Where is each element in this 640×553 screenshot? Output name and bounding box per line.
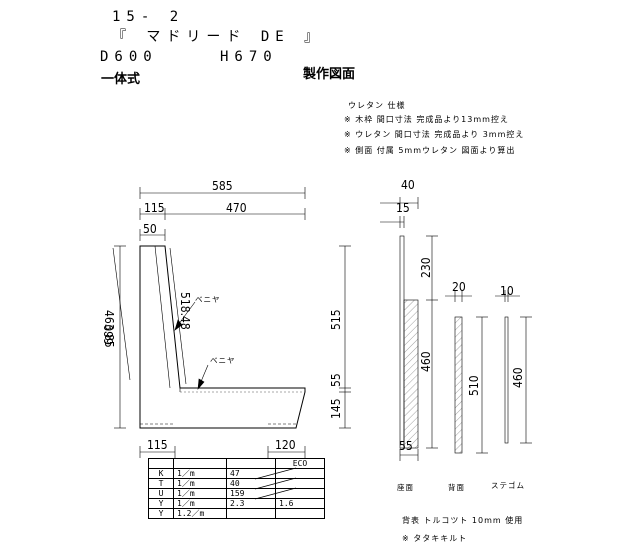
table-header-eco: ECO: [275, 458, 325, 469]
dim-stage-height: 460: [511, 367, 525, 388]
height-spec: H670: [220, 49, 278, 65]
seat-part-core: [399, 235, 405, 449]
table-cell: [275, 468, 325, 479]
footer-line-1: 背表 トルコツト 10mm 使用: [402, 516, 524, 525]
label-stage: ステゴム: [491, 481, 525, 490]
table-row: T 1／m 40: [148, 478, 325, 489]
dim-seat-depth: 470: [226, 201, 247, 215]
type-label: 一体式: [101, 72, 141, 87]
dim-back-height: 510: [467, 375, 481, 396]
dim-seat-inner: 15: [396, 201, 410, 215]
label-veneer-back: ベニヤ: [195, 295, 221, 304]
table-row: Y 1.2／m: [148, 508, 325, 519]
note-line-2: ※ ウレタン 間口寸法 完成品より 3mm控え: [344, 130, 525, 139]
table-cell: Y: [148, 498, 174, 509]
note-line-3: ※ 側面 付属 5mmウレタン 図面より算出: [344, 146, 516, 155]
depth-spec: D600: [100, 49, 158, 65]
table-row: Y 1／m 2.3 1.6: [148, 498, 325, 509]
table-row: K 1／m 47: [148, 468, 325, 479]
dim-overall-height: 660: [102, 324, 116, 345]
notes-title: ウレタン 仕様: [348, 101, 406, 110]
dim-bottom-right: 120: [275, 438, 296, 452]
spec-table: ECO K 1／m 47 T 1／m 40 U 1／m 159 Y 1／m 2.…: [148, 458, 325, 519]
dim-back-slope-inner: 518.48: [178, 292, 192, 330]
note-line-1: ※ 木枠 間口寸法 完成品より13mm控え: [344, 115, 509, 124]
dim-seat-width-top: 40: [401, 178, 415, 192]
label-seat: 座面: [397, 483, 414, 492]
table-cell: [173, 458, 227, 469]
table-cell: 47: [226, 468, 276, 479]
table-cell: 159: [226, 488, 276, 499]
table-cell: 1／m: [173, 488, 227, 499]
table-cell: 1／m: [173, 498, 227, 509]
table-cell: 1.2／m: [173, 508, 227, 519]
model-name: 『 マドリード DE 』: [112, 29, 325, 45]
table-cell: [275, 478, 325, 489]
dim-stage-width: 10: [500, 284, 514, 298]
side-profile-outline: [139, 245, 306, 429]
label-veneer-seat: ベニヤ: [210, 356, 236, 365]
dim-seat-upper: 230: [419, 257, 433, 278]
back-inner-line: [154, 245, 171, 389]
table-cell: 2.3: [226, 498, 276, 509]
seat-part-hatched: [403, 299, 419, 449]
table-cell: 40: [226, 478, 276, 489]
dim-upper-55: 55: [329, 373, 343, 387]
table-cell: 1.6: [275, 498, 325, 509]
back-part-hatched: [454, 316, 463, 454]
table-cell: T: [148, 478, 174, 489]
dim-back-width: 20: [452, 280, 466, 294]
dim-seat-lower: 460: [419, 351, 433, 372]
dim-seat-bottom: 55: [399, 439, 413, 453]
table-cell: [275, 508, 325, 519]
dim-right-height: 515: [329, 309, 343, 330]
table-cell: [275, 488, 325, 499]
dim-bottom-left: 115: [147, 438, 168, 452]
label-back: 背面: [448, 483, 465, 492]
table-cell: U: [148, 488, 174, 499]
dim-base-height: 145: [329, 398, 343, 419]
table-cell: [226, 508, 276, 519]
dim-back-top: 50: [143, 222, 157, 236]
table-cell: [148, 458, 174, 469]
drawing-title: 製作図面: [303, 67, 356, 82]
table-cell: Y: [148, 508, 174, 519]
stage-part: [504, 316, 509, 444]
table-cell: K: [148, 468, 174, 479]
table-row: U 1／m 159: [148, 488, 325, 499]
dim-left-offset: 115: [144, 201, 165, 215]
dim-overall-depth: 585: [212, 179, 233, 193]
table-cell: [226, 458, 276, 469]
veneer-back-arrow: [177, 301, 196, 326]
table-header-row: ECO: [148, 458, 325, 469]
table-cell: 1／m: [173, 478, 227, 489]
footer-line-2: ※ タタキキルト: [402, 534, 468, 543]
table-cell: 1／m: [173, 468, 227, 479]
drawing-number: 15- 2: [112, 9, 185, 25]
